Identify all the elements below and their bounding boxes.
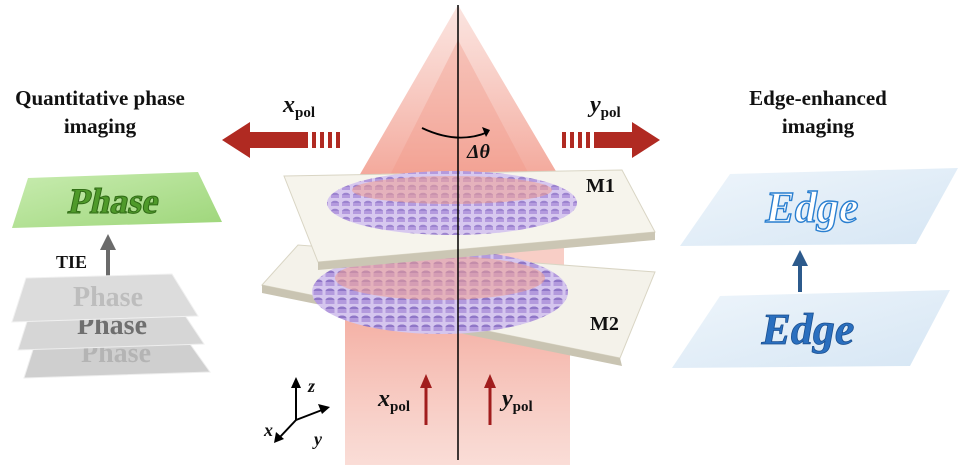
left-output-pol-label: xpol: [282, 92, 315, 121]
tie-label: TIE: [56, 252, 87, 272]
coordinate-axes-icon: [274, 377, 330, 443]
axis-y-label: y: [312, 429, 323, 449]
left-panel-title-line2: imaging: [64, 114, 137, 138]
edge-arrow-icon: [792, 250, 808, 292]
metasurface-m2-label: M2: [590, 313, 619, 335]
input-x-pol-label: xpol: [377, 386, 410, 415]
input-x-arrow-icon: [420, 374, 432, 425]
axis-x-label: x: [263, 420, 273, 440]
metasurface-m2: [261, 244, 656, 366]
right-output-pol-label: ypol: [587, 92, 621, 121]
output-cone-beam: [348, 5, 570, 195]
phase-output-plane: Phase: [12, 172, 222, 228]
axis-z-label: z: [307, 376, 315, 396]
phase-output-word: Phase: [65, 181, 163, 221]
right-output-arrow-icon: [562, 122, 660, 158]
edge-output-plane: Edge: [680, 168, 958, 246]
phase-input-stack: Phase Phase Phase: [11, 273, 211, 379]
metasurface-m1: [283, 169, 656, 270]
input-y-arrow-icon: [484, 374, 496, 425]
edge-input-plane: Edge: [672, 290, 950, 368]
edge-output-word: Edge: [765, 183, 859, 232]
rotation-label: Δθ: [466, 141, 491, 163]
metasurface-m1-label: M1: [586, 175, 615, 197]
edge-input-word: Edge: [761, 305, 855, 354]
left-output-arrow-icon: [222, 122, 340, 158]
phase-input-word: Phase: [73, 282, 143, 313]
rotation-arrow-icon: [421, 127, 490, 139]
left-panel-title-line1: Quantitative phase: [15, 86, 185, 110]
right-panel-title-line2: imaging: [782, 114, 855, 138]
right-panel-title-line1: Edge-enhanced: [749, 86, 887, 110]
tie-arrow-icon: [100, 234, 116, 282]
input-y-pol-label: ypol: [499, 386, 533, 415]
